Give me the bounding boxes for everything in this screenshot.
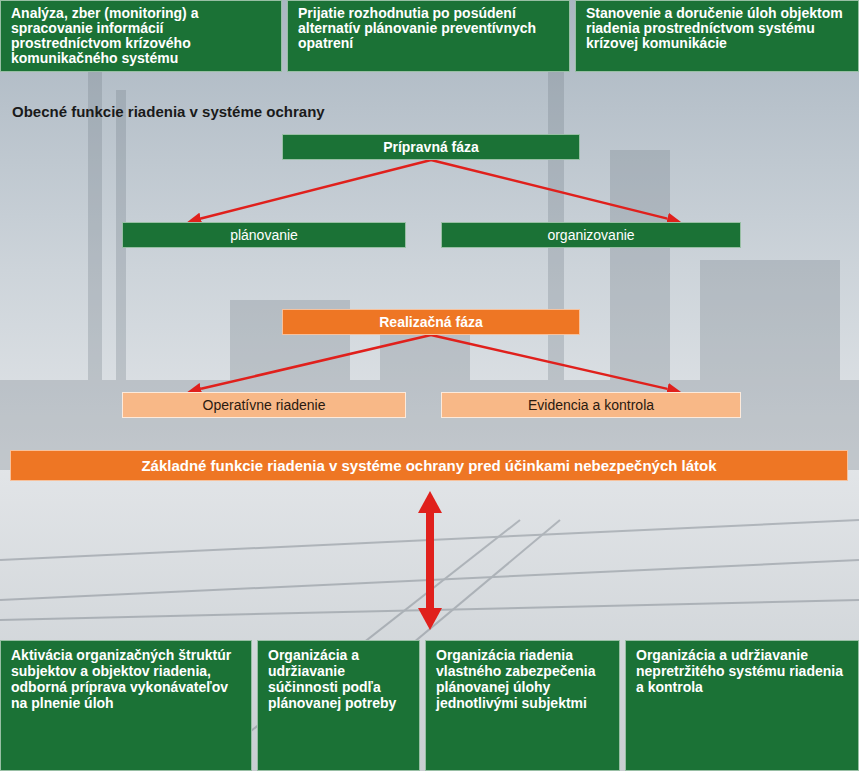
info-box: Stanovenie a doručenie úloh objektom ria… (575, 0, 859, 72)
box-text: Prípravná fáza (383, 139, 479, 156)
box-text: Operatívne riadenie (203, 397, 326, 414)
double-arrow (426, 513, 434, 608)
box-text: Realizačná fáza (379, 314, 483, 331)
box-text: Základné funkcie riadenia v systéme ochr… (141, 457, 716, 474)
box-text: Stanovenie a doručenie úloh objektom ria… (586, 6, 848, 51)
phase-box: Prípravná fáza (282, 134, 580, 160)
function-box: organizovanie (441, 222, 741, 248)
box-text: Evidencia a kontrola (528, 397, 654, 414)
section-heading: Obecné funkcie riadenia v systéme ochran… (12, 103, 325, 120)
info-box: Analýza, zber (monitoring) a spracovanie… (0, 0, 282, 72)
title-band: Základné funkcie riadenia v systéme ochr… (10, 450, 848, 481)
task-box: Aktivácia organizačných štruktúr subjekt… (0, 640, 252, 771)
task-box: Organizácia a udržiavanie súčinnosti pod… (257, 640, 420, 771)
function-box: plánovanie (122, 222, 406, 248)
box-text: Organizácia riadenia vlastného zabezpeče… (436, 647, 609, 711)
box-text: organizovanie (547, 227, 634, 244)
info-box: Prijatie rozhodnutia po posúdení alterna… (287, 0, 570, 72)
flow-arrow (201, 335, 431, 389)
function-box: Operatívne riadenie (122, 392, 406, 418)
box-text: plánovanie (230, 227, 298, 244)
box-text: Organizácia a udržiavanie nepretržitého … (636, 647, 848, 695)
box-text: Organizácia a udržiavanie súčinnosti pod… (268, 647, 409, 711)
box-text: Prijatie rozhodnutia po posúdení alterna… (298, 6, 559, 51)
task-box: Organizácia a udržiavanie nepretržitého … (625, 640, 859, 771)
flow-arrow (431, 335, 667, 389)
box-text: Aktivácia organizačných štruktúr subjekt… (11, 647, 241, 711)
box-text: Analýza, zber (monitoring) a spracovanie… (11, 6, 271, 66)
flow-arrow (201, 160, 431, 219)
phase-box: Realizačná fáza (282, 309, 580, 335)
flow-arrow (431, 160, 667, 219)
function-box: Evidencia a kontrola (441, 392, 741, 418)
plant-silhouette (0, 20, 859, 470)
task-box: Organizácia riadenia vlastného zabezpeče… (425, 640, 620, 771)
